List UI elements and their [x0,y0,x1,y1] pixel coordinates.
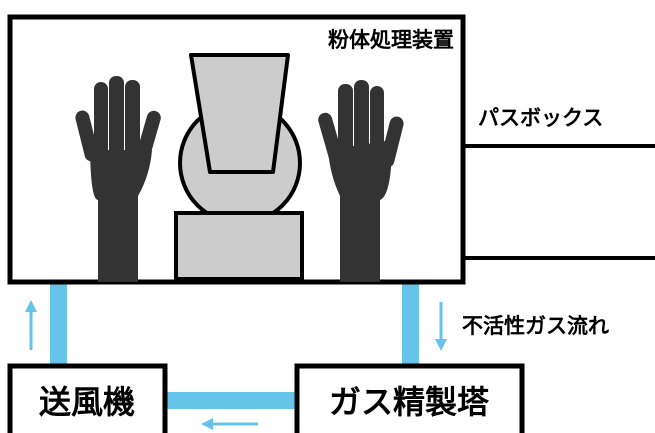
right-glove-hand-icon [318,80,404,282]
gas-purifier-box [294,363,525,433]
arrow-left-icon [201,418,258,430]
machine-base [174,211,304,281]
pass-box-label: パスボックス [478,106,603,130]
pipe-right-vertical [402,282,419,370]
blower-box [7,363,168,433]
arrow-down-icon [435,302,447,351]
powder-machine [174,53,304,281]
inert-gas-flow-label: 不活性ガス流れ [462,314,609,338]
gas-purifier-label: ガス精製塔 [329,383,490,421]
gas-pipes [50,282,419,409]
pipe-left-vertical [50,282,67,372]
arrow-up-icon [25,300,37,350]
machine-hopper [189,53,290,174]
glovebox-title: 粉体処理装置 [328,28,454,52]
left-glove-hand-icon [75,76,161,282]
blower-label: 送風機 [39,383,135,421]
pipe-bottom-horizontal [164,392,304,409]
pass-box [464,144,655,260]
